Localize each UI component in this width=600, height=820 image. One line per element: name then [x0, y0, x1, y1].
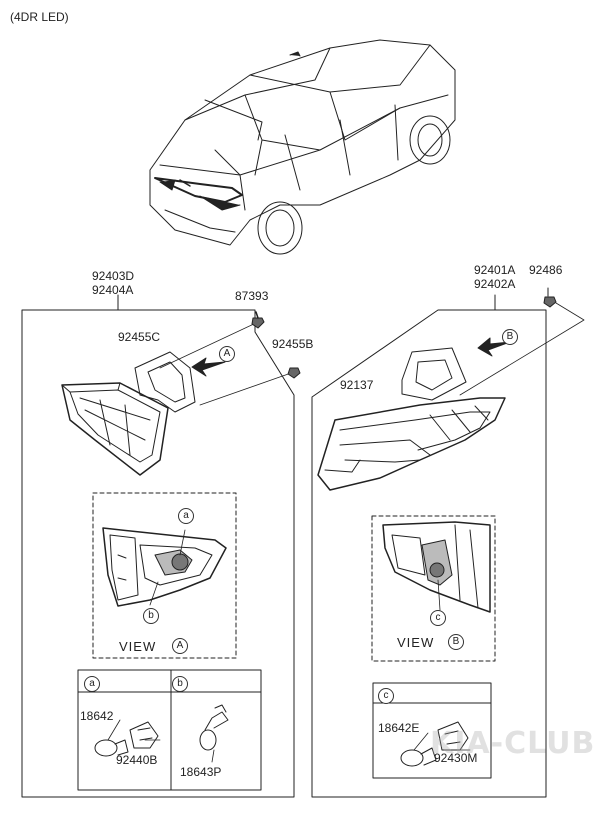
screw-part-number: 87393 — [235, 289, 269, 303]
wedge-bulb-icon — [199, 704, 229, 751]
callout-b: b — [143, 608, 159, 624]
car-illustration — [149, 39, 456, 255]
arrow-b-icon — [477, 337, 511, 357]
socket-c-part-number: 92430M — [434, 751, 478, 765]
detail-b-tag: b — [172, 676, 188, 692]
left-gasket — [134, 351, 196, 413]
detail-c-tag: c — [378, 688, 394, 704]
bulb-a-part-number: 18642 — [80, 709, 114, 723]
gasket-part-number: 92455C — [118, 330, 161, 344]
view-a-lamp — [102, 527, 227, 607]
left-part-number-1: 92403D — [92, 269, 135, 283]
callout-c: c — [430, 610, 446, 626]
detail-b-box — [170, 669, 262, 791]
view-a-marker: A — [219, 346, 235, 362]
view-b-circle: B — [448, 634, 464, 650]
bulb-icon — [400, 747, 437, 767]
right-part-number-1: 92401A — [474, 263, 516, 277]
right-leader — [494, 287, 549, 311]
callout-a: a — [178, 508, 194, 524]
watermark: KIA-CLUB — [430, 726, 596, 761]
socket-icon — [129, 721, 159, 749]
bulb-c-part-number: 18642E — [378, 721, 420, 735]
view-b-box — [371, 515, 496, 662]
bulb-b-part-number: 18643P — [180, 765, 222, 779]
socket-a-part-number: 92440B — [116, 753, 158, 767]
view-b-label: VIEW — [397, 635, 435, 650]
nut-icon — [287, 367, 301, 379]
view-b-marker: B — [502, 329, 518, 345]
diagram-title: (4DR LED) — [10, 10, 69, 24]
right-lamp — [317, 397, 506, 491]
left-part-number-2: 92404A — [92, 283, 134, 297]
right-part-number-2: 92402A — [474, 277, 516, 291]
detail-c-box — [372, 682, 492, 779]
view-a-circle: A — [172, 638, 188, 654]
detail-a-tag: a — [84, 676, 100, 692]
left-frame — [21, 309, 295, 798]
right-gasket — [401, 347, 467, 401]
right-nut-part-number: 92486 — [529, 263, 563, 277]
bulb-icon — [94, 739, 129, 757]
view-a-box — [92, 492, 237, 659]
nut-part-number: 92455B — [272, 337, 314, 351]
right-gasket-part-number: 92137 — [340, 378, 374, 392]
arrow-a-icon — [191, 357, 226, 377]
view-a-label: VIEW — [119, 639, 157, 654]
view-b-lamp — [382, 521, 491, 613]
nut-icon — [543, 296, 557, 308]
screw-icon — [251, 311, 265, 329]
right-frame — [311, 309, 547, 798]
socket-icon — [437, 721, 469, 751]
left-lamp — [61, 382, 169, 476]
